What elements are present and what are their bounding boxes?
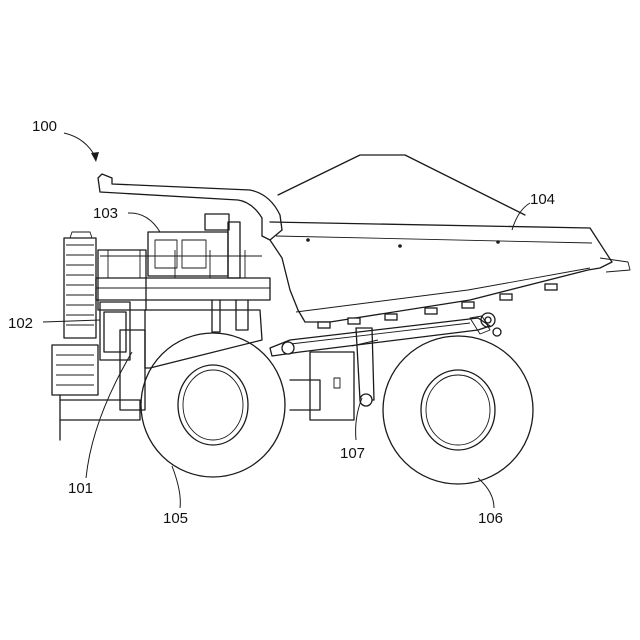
label-hoist-cylinder: 107 (340, 445, 365, 462)
label-truck: 100 (32, 118, 57, 135)
chassis-frame (60, 310, 490, 440)
label-frame: 101 (68, 480, 93, 497)
label-engine: 102 (8, 315, 33, 332)
label-dump-body: 104 (530, 191, 555, 208)
front-wheel (141, 333, 285, 477)
rear-wheel (383, 336, 533, 484)
label-front-wheel: 105 (163, 510, 188, 527)
label-cab: 103 (93, 205, 118, 222)
dump-body (98, 155, 630, 336)
cab (96, 214, 270, 332)
label-rear-wheel: 106 (478, 510, 503, 527)
